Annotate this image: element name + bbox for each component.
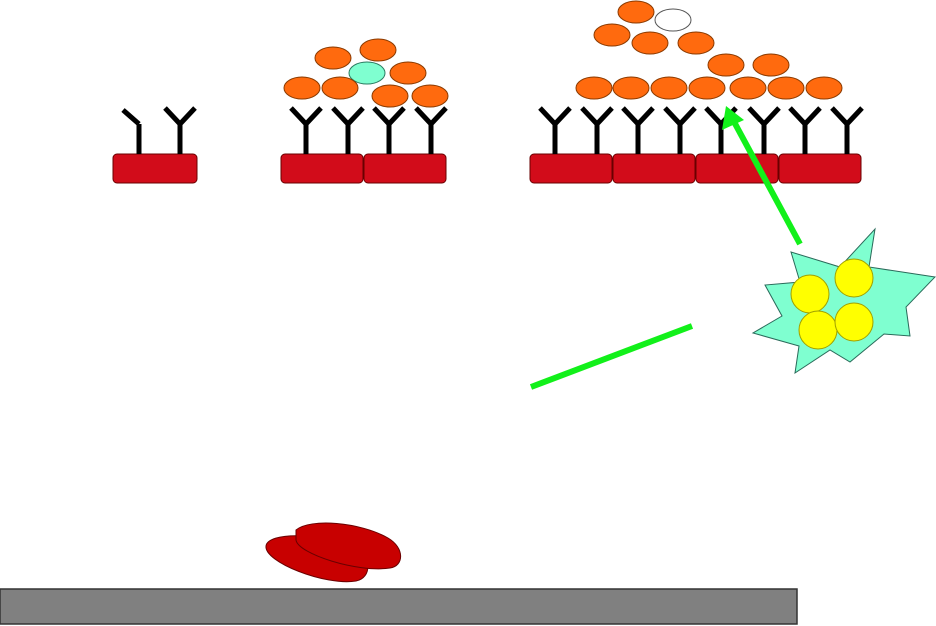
base-block <box>280 153 364 184</box>
bead <box>411 84 449 108</box>
green-line <box>529 323 694 390</box>
bead <box>767 76 805 100</box>
antibody-icon <box>580 106 614 154</box>
bead <box>617 0 655 24</box>
antibody-icon <box>331 106 365 154</box>
base-block <box>112 153 198 184</box>
group-1 <box>112 106 198 184</box>
base-block <box>612 153 696 184</box>
bead <box>575 76 613 100</box>
base-block <box>529 153 613 184</box>
bead <box>707 53 745 77</box>
bead <box>321 76 359 100</box>
bead <box>612 76 650 100</box>
spiky-cell-icon <box>751 227 936 375</box>
cell-granule <box>790 274 830 314</box>
antibody-icon <box>538 106 572 154</box>
antibody-icon <box>747 106 781 154</box>
group-3 <box>529 0 864 184</box>
cell-granule <box>798 310 838 350</box>
bead <box>371 84 409 108</box>
substrate-bar <box>0 588 798 625</box>
bead <box>631 31 669 55</box>
platelet <box>295 522 402 570</box>
bead <box>805 76 843 100</box>
bead-variant <box>348 61 386 85</box>
cell-granule <box>834 258 874 298</box>
antibody-icon <box>163 106 197 154</box>
antibody-icon <box>788 106 822 154</box>
bead <box>752 53 790 77</box>
group-2 <box>280 38 449 184</box>
bead-empty <box>654 8 692 32</box>
cell-granule <box>834 302 874 342</box>
antibody-icon <box>621 106 655 154</box>
bead <box>359 38 397 62</box>
antibody-icon <box>663 106 697 154</box>
green-arrow-icon <box>722 106 803 246</box>
antibody-icon <box>372 106 406 154</box>
antibody-icon <box>830 106 864 154</box>
bead <box>314 46 352 70</box>
bead <box>688 76 726 100</box>
red-ellipse-cells-icon <box>265 522 402 583</box>
bead <box>283 76 321 100</box>
bead <box>593 23 631 47</box>
base-block <box>778 153 862 184</box>
bead <box>677 31 715 55</box>
antibody-broken-icon <box>121 108 142 154</box>
base-block <box>363 153 447 184</box>
bead <box>729 76 767 100</box>
antibody-icon <box>414 106 448 154</box>
bead <box>650 76 688 100</box>
antibody-icon <box>289 106 323 154</box>
bead <box>389 61 427 85</box>
